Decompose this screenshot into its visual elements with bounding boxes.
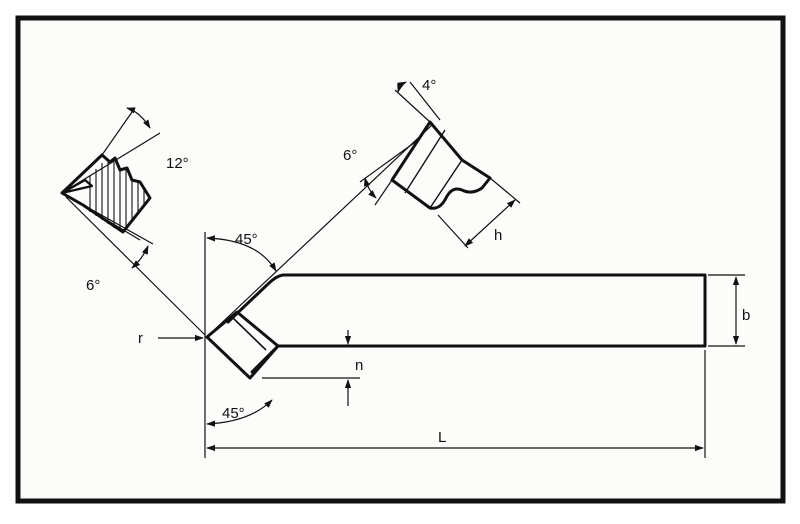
- label-n: n: [355, 357, 363, 374]
- b-dimension: [708, 274, 745, 347]
- label-6-deg-left: 6°: [86, 277, 100, 294]
- label-b: b: [742, 307, 750, 324]
- side-section-view: [60, 107, 161, 269]
- n-dimension: [262, 330, 360, 406]
- carbide-tip: [205, 310, 280, 380]
- end-section-view: [359, 81, 521, 249]
- l-dimension: [206, 350, 706, 458]
- label-lower-45: 45°: [222, 405, 245, 422]
- label-l: L: [438, 429, 446, 446]
- label-4-deg: 4°: [422, 77, 436, 94]
- label-6-deg-mid: 6°: [343, 147, 357, 164]
- drawing-frame: [15, 15, 786, 504]
- lower-45-arc: [206, 399, 273, 427]
- label-r: r: [138, 330, 143, 347]
- label-12-deg: 12°: [166, 155, 189, 172]
- upper-45-arc: [206, 235, 277, 272]
- construction-line-end: [211, 124, 433, 333]
- construction-line-side: [65, 196, 206, 336]
- label-h: h: [494, 227, 502, 244]
- label-upper-45: 45°: [235, 231, 258, 248]
